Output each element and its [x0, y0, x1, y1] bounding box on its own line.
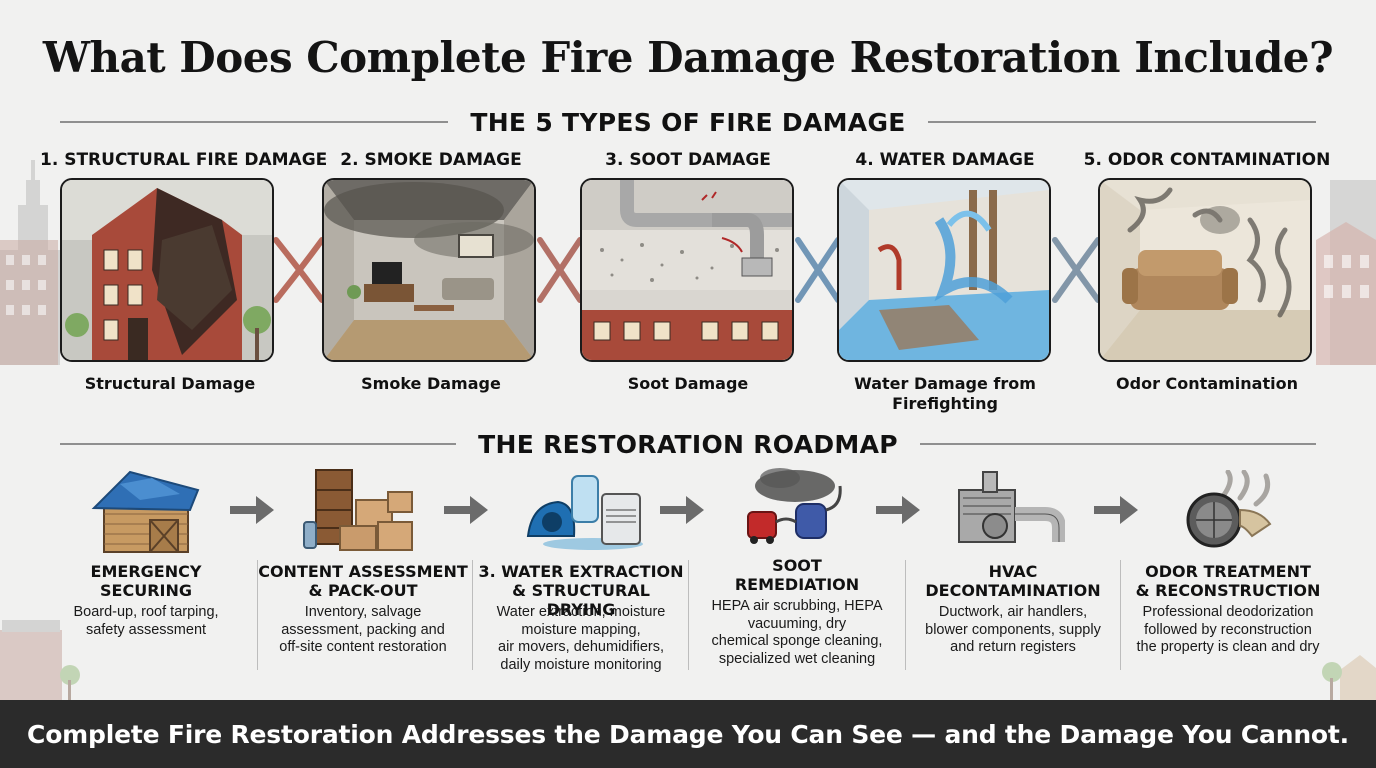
deodorizer-fan-icon [1186, 470, 1272, 548]
heading-rule-right [927, 121, 1317, 123]
heading-rule-right [919, 443, 1317, 445]
tarped-house-icon [91, 470, 200, 553]
flooded-room-icon [839, 180, 1049, 360]
step-description: Water extraction, moisture moisture mapp… [496, 604, 666, 673]
hepa-vacuum-icon [747, 468, 842, 544]
soot-ductwork-icon [582, 180, 792, 360]
hvac-unit-icon [958, 471, 1065, 543]
footer-text: Complete Fire Restoration Addresses the … [27, 719, 1349, 749]
step-divider [257, 560, 258, 670]
types-section-heading: THE 5 TYPES OF FIRE DAMAGE [60, 107, 1317, 137]
step-divider [472, 560, 473, 670]
damage-caption: Structural Damage [84, 374, 256, 393]
damage-caption: Water Damage from Firefighting [854, 374, 1036, 413]
step-divider [905, 560, 906, 670]
step-title: HVAC DECONTAMINATION [925, 562, 1101, 600]
damage-caption: Smoke Damage [361, 374, 501, 393]
step-divider [1120, 560, 1121, 670]
damage-caption: Odor Contamination [1116, 374, 1298, 393]
smoky-living-room-icon [324, 180, 534, 360]
arrow-right-icon [230, 496, 274, 524]
step-description: Professional deodorization followed by r… [1136, 604, 1320, 655]
soot-damage-panel [580, 178, 794, 362]
damage-type-label: 5. ODOR CONTAMINATION [1083, 150, 1331, 170]
burned-house-icon [62, 180, 272, 360]
page-title: What Does Complete Fire Damage Restorati… [42, 33, 1334, 82]
damage-type-label: 4. WATER DAMAGE [855, 150, 1035, 170]
odor-sofa-icon [1100, 180, 1310, 360]
roadmap-heading-text: THE RESTORATION ROADMAP [478, 429, 898, 459]
step-description: Board-up, roof tarping, safety assessmen… [73, 604, 219, 638]
step-title: 3. WATER EXTRACTION & STRUCTURAL DRYING [478, 562, 684, 619]
structural-damage-panel [60, 178, 274, 362]
roadmap-section-heading: THE RESTORATION ROADMAP [60, 429, 1317, 459]
drying-equipment-icon [526, 475, 643, 550]
arrow-right-icon [876, 496, 920, 524]
boxes-icon [303, 469, 413, 551]
arrow-right-icon [660, 496, 704, 524]
step-title: EMERGENCY SECURING [90, 562, 202, 600]
smoke-damage-panel [322, 178, 536, 362]
damage-type-label: 1. STRUCTURAL FIRE DAMAGE [40, 150, 328, 170]
types-heading-text: THE 5 TYPES OF FIRE DAMAGE [470, 107, 906, 137]
step-description: Ductwork, air handlers, blower component… [925, 604, 1101, 655]
damage-caption: Soot Damage [627, 374, 749, 393]
damage-type-label: 2. SMOKE DAMAGE [340, 150, 522, 170]
step-title: ODOR TREATMENT & RECONSTRUCTION [1135, 562, 1321, 600]
heading-rule-left [60, 121, 449, 123]
step-title: CONTENT ASSESSMENT & PACK-OUT [258, 562, 468, 600]
step-title: SOOT REMEDIATION [734, 556, 860, 594]
footer-banner: Complete Fire Restoration Addresses the … [0, 700, 1376, 768]
step-description: HEPA air scrubbing, HEPA vacuuming, dry … [711, 598, 883, 667]
heading-rule-left [60, 443, 457, 445]
arrow-right-icon [1094, 496, 1138, 524]
odor-contamination-panel [1098, 178, 1312, 362]
step-description: Inventory, salvage assessment, packing a… [279, 604, 447, 655]
damage-type-label: 3. SOOT DAMAGE [605, 150, 771, 170]
step-divider [688, 560, 689, 670]
arrow-right-icon [444, 496, 488, 524]
water-damage-panel [837, 178, 1051, 362]
